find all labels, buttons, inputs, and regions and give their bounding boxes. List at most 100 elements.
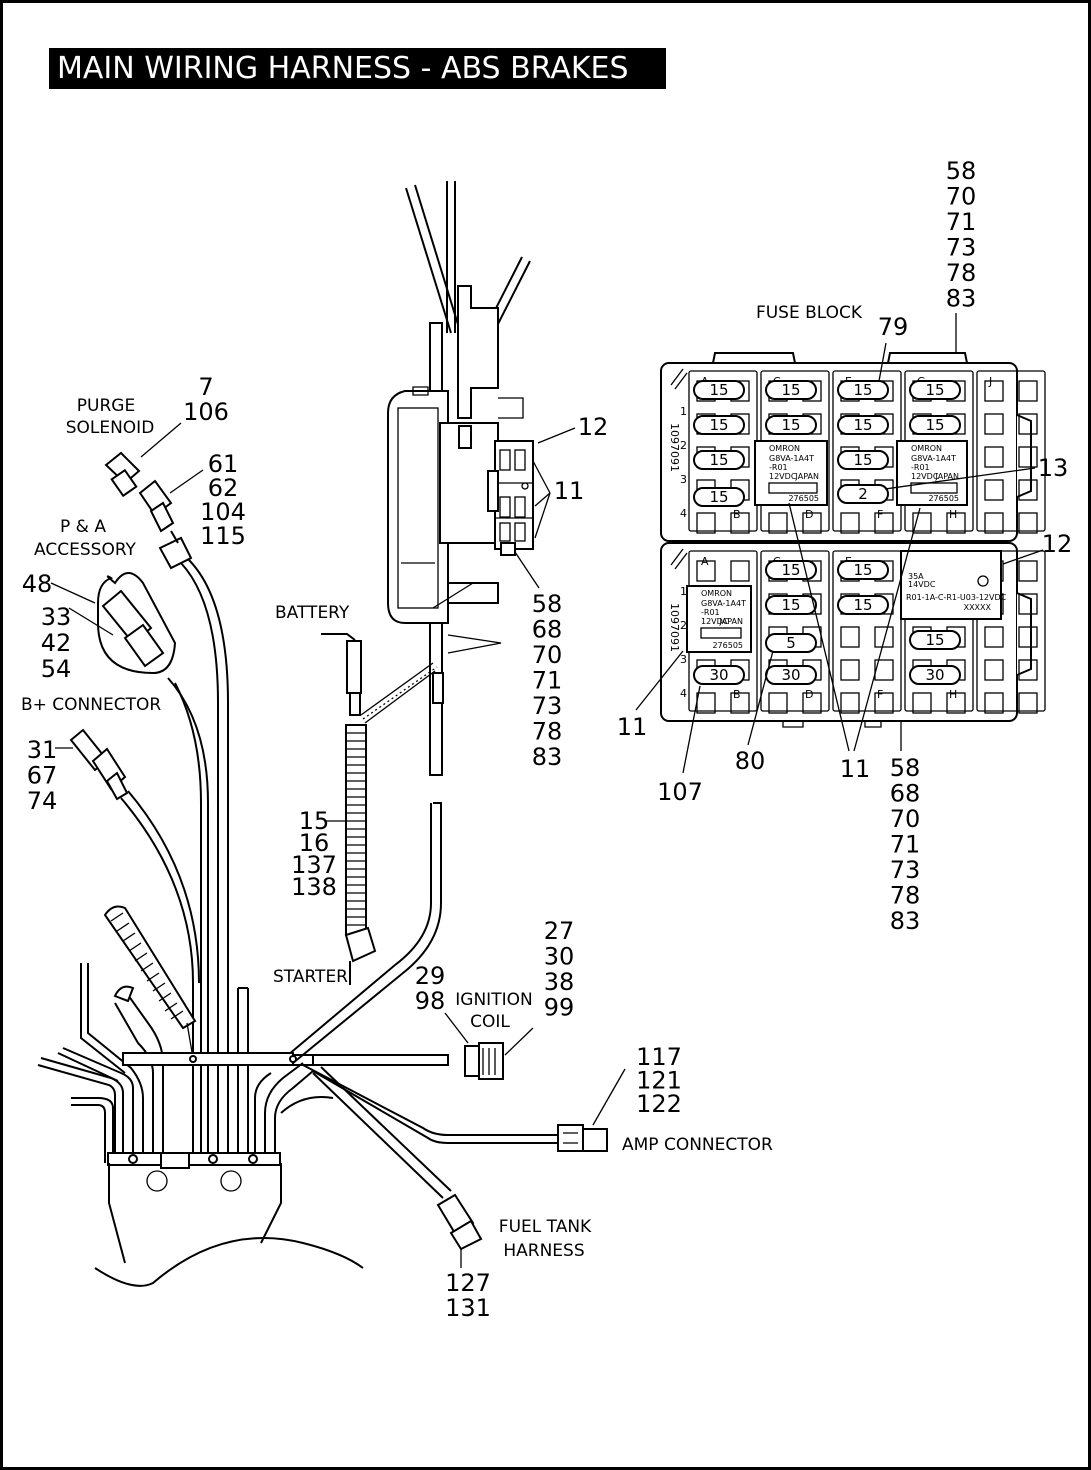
pa-accessory-label-2: ACCESSORY [34,540,136,560]
relay-lower-left-voltage: 12VDC [701,617,729,626]
part-number-lower: 1097091 [668,603,681,652]
ignition-coil-connector [444,1012,534,1080]
callout-purge-connector-3: 115 [200,522,246,550]
relay-lower-left-code: 276505 [712,641,743,650]
callout-accessory-b-0: 33 [41,603,72,631]
callout-fuse-bottom-0: 58 [890,754,921,782]
main-wire-routes [37,558,558,1287]
fuse-upper-1: 15 [781,381,800,399]
callout-harness-mid-2: 70 [532,641,563,669]
fuel-tank-harness-label-2: HARNESS [503,1241,584,1261]
callout-fuse-top-3: 73 [946,234,977,262]
relay-lower-left-model: G8VA-1A4T [701,599,746,608]
relay-upper-right-suffix: -R01 [911,463,930,472]
callout-ignition-left-0: 29 [415,962,446,990]
wiring-diagram: 1097091ACEGJ1234BDFH1097091ACEGJ1234BDFH… [21,157,1073,1322]
purge-solenoid [104,422,204,570]
row-number-upper-0: 1 [680,405,687,418]
row-number-lower-0: 1 [680,585,687,598]
amp-connector-label: AMP CONNECTOR [622,1135,773,1155]
battery-cable [321,633,438,985]
fuse-upper-3: 15 [925,381,944,399]
ignition-coil-label-2: COIL [470,1012,510,1032]
amp-connector [557,1068,626,1152]
purge-solenoid-label-2: SOLENOID [66,418,155,438]
callout-conduit-2: 137 [291,851,337,879]
relay-upper-right-code: 276505 [928,494,959,503]
callout-accessory-a-0: 48 [22,570,53,598]
bottom-letter-upper-3: H [949,508,957,521]
b-plus-connector-label: B+ CONNECTOR [21,695,161,715]
row-number-upper-1: 2 [680,439,687,452]
starter-label: STARTER [273,967,348,987]
callout-fuse-top-2: 71 [946,208,977,236]
bottom-letter-lower-2: F [877,688,883,701]
column-letter-lower-0: A [701,555,709,568]
relay-upper-right-voltage: 12VDC [911,472,939,481]
page-title: MAIN WIRING HARNESS - ABS BRAKES [49,48,666,89]
bottom-letter-lower-3: H [949,688,957,701]
callout-fuse-top-1: 70 [946,183,977,211]
b-plus-connector [55,728,129,801]
fuse-block: 1097091ACEGJ1234BDFH1097091ACEGJ1234BDFH… [660,313,1046,751]
row-number-upper-2: 3 [680,473,687,486]
callout-purge-connector-0: 61 [208,450,239,478]
callout-fuse-bottom-4: 73 [890,856,921,884]
callout-purge-top-0: 7 [198,373,213,401]
relay-upper-right-origin: JAPAN [935,472,959,481]
fuse-upper-5: 15 [781,416,800,434]
fuse-grid: 1097091ACEGJ1234BDFH1097091ACEGJ1234BDFH… [668,368,1046,714]
part-number-upper: 1097091 [668,423,681,472]
callout-ignition-right-0: 27 [544,917,575,945]
callout-fuse-bottom-6: 83 [890,907,921,935]
callout-b-plus-0: 31 [27,736,58,764]
callout-conduit-3: 138 [291,873,337,901]
fuse-lower-1: 15 [853,561,872,579]
relay-upper-left-code: 276505 [788,494,819,503]
callout-fuse-bottom-1: 68 [890,780,921,808]
fuse-lower-0: 15 [781,561,800,579]
callout-b-plus-2: 74 [27,787,58,815]
callout-amp-1: 121 [636,1067,682,1095]
relay-upper-right-model: G8VA-1A4T [911,454,956,463]
callout-harness-12-0: 12 [578,413,609,441]
callout-harness-mid-3: 71 [532,667,563,695]
callout-b-plus-1: 67 [27,762,58,790]
callout-purge-top-1: 106 [183,398,229,426]
row-number-lower-2: 3 [680,653,687,666]
bottom-letter-upper-0: B [733,508,741,521]
callout-harness-mid-1: 68 [532,616,563,644]
callout-accessory-b-1: 42 [41,629,72,657]
fuse-upper-0: 15 [709,381,728,399]
large-relay-line2: 14VDC [908,580,936,589]
fuse-upper-9: 15 [853,451,872,469]
callout-ignition-right-1: 30 [544,943,575,971]
fuse-lower-7: 30 [781,666,800,684]
fuse-block-label: FUSE BLOCK [756,303,863,323]
callout-fuse-12-0: 12 [1042,530,1073,558]
callout-fuse-top-0: 58 [946,157,977,185]
callout-fuel-tank-0: 127 [445,1269,491,1297]
fuse-upper-2: 15 [853,381,872,399]
callout-fuse-top-4: 78 [946,259,977,287]
relay-lower-left-origin: JAPAN [719,617,743,626]
callout-harness-mid-4: 73 [532,692,563,720]
callout-fuse-13-0: 13 [1038,454,1069,482]
row-number-upper-3: 4 [680,507,687,520]
relay-lower-left-brand: OMRON [701,589,732,598]
row-number-lower-1: 2 [680,619,687,632]
relay-upper-left-origin: JAPAN [795,472,819,481]
purge-solenoid-label-1: PURGE [77,396,135,416]
column-letter-upper-4: J [988,375,992,388]
callout-harness-mid-6: 83 [532,743,563,771]
callout-fuse-79-0: 79 [878,313,909,341]
fuse-upper-8: 15 [709,451,728,469]
large-relay-line4: XXXXX [964,603,992,612]
callout-fuel-tank-1: 131 [445,1294,491,1322]
fuse-upper-10: 15 [709,488,728,506]
callout-conduit-1: 16 [299,829,330,857]
large-relay-line3: R01-1A-C-R1-U03-12VDC [906,593,1007,602]
harness-leaders [514,427,576,589]
relay-upper-left-model: G8VA-1A4T [769,454,814,463]
